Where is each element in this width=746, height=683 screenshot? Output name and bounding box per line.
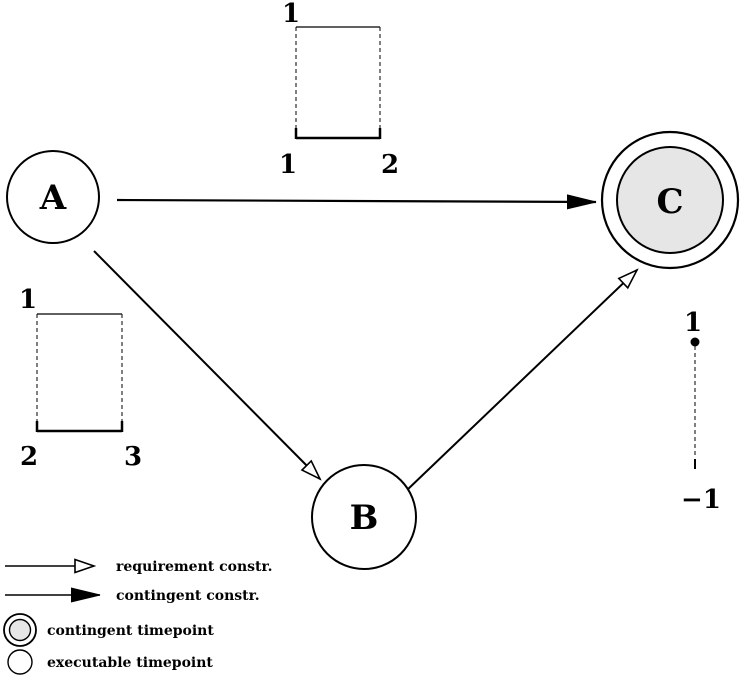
interval-ac-high: 2 xyxy=(381,150,399,180)
node-c-label: C xyxy=(656,182,683,222)
interval-ab: 1 2 3 xyxy=(19,285,142,472)
node-c: C xyxy=(600,130,740,270)
legend-requirement-label: requirement constr. xyxy=(116,559,272,575)
interval-ab-low: 2 xyxy=(20,442,38,472)
interval-ac-low: 1 xyxy=(279,150,297,180)
node-a-label: A xyxy=(39,178,67,218)
interval-bc: 1 −1 xyxy=(681,308,721,515)
interval-bc-top: 1 xyxy=(684,308,702,338)
legend-requirement: requirement constr. xyxy=(5,559,272,575)
edge-a-c-contingent xyxy=(116,200,596,202)
node-b: B xyxy=(311,464,417,570)
legend-executable-timepoint-label: executable timepoint xyxy=(47,655,213,671)
node-a: A xyxy=(6,150,100,244)
interval-ab-height: 1 xyxy=(19,285,37,315)
interval-ac: 1 1 2 xyxy=(279,0,399,180)
node-b-label: B xyxy=(350,498,379,538)
edge-b-c-requirement xyxy=(405,270,637,492)
interval-ac-height: 1 xyxy=(282,0,300,29)
interval-ab-high: 3 xyxy=(124,442,142,472)
legend-contingent-timepoint: contingent timepoint xyxy=(3,613,214,647)
legend-contingent: contingent constr. xyxy=(5,588,260,604)
legend-contingent-timepoint-label: contingent timepoint xyxy=(47,623,214,639)
interval-bc-bottom: −1 xyxy=(681,485,721,515)
legend-contingent-label: contingent constr. xyxy=(116,588,260,604)
legend-executable-timepoint: executable timepoint xyxy=(7,649,213,675)
edge-a-b-requirement xyxy=(93,250,320,479)
legend: requirement constr. contingent constr. c… xyxy=(3,559,272,675)
